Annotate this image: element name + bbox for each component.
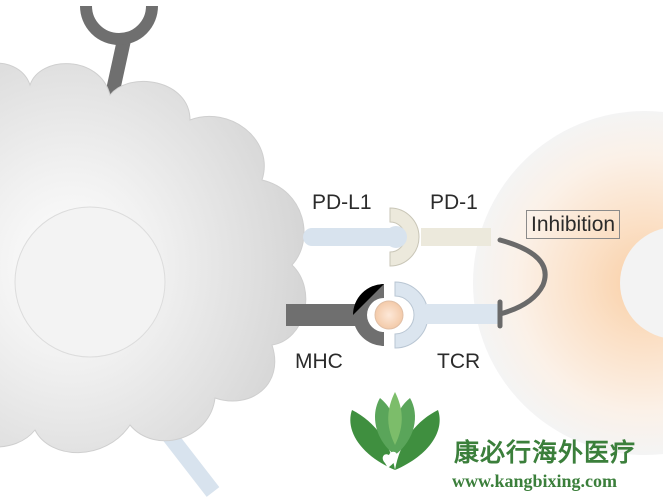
t-cell-body [473, 111, 663, 455]
kangbixing-logo [350, 392, 440, 470]
tcr-receptor [394, 281, 498, 349]
tcr-label: TCR [437, 350, 481, 373]
pd-l1-stem [303, 228, 398, 246]
t-cell [473, 111, 663, 455]
mhc-molecule [286, 284, 384, 346]
t-cell-nucleus [620, 228, 663, 338]
watermark-brand-name: 康必行海外医疗 [454, 438, 637, 467]
watermark-url: www.kangbixing.com [452, 471, 618, 491]
tumor-top-receptor [80, 5, 158, 97]
pd-1-label: PD-1 [430, 191, 478, 214]
pd-l1-knob [385, 226, 407, 248]
pd-l1-label: PD-L1 [312, 191, 372, 214]
tumor-cell-nucleus [14, 206, 166, 358]
tumor-cell [0, 62, 307, 454]
mhc-label: MHC [295, 350, 343, 373]
inhibition-label: Inhibition [526, 210, 621, 239]
inhibition-symbol [497, 237, 548, 329]
antigen [374, 300, 404, 330]
